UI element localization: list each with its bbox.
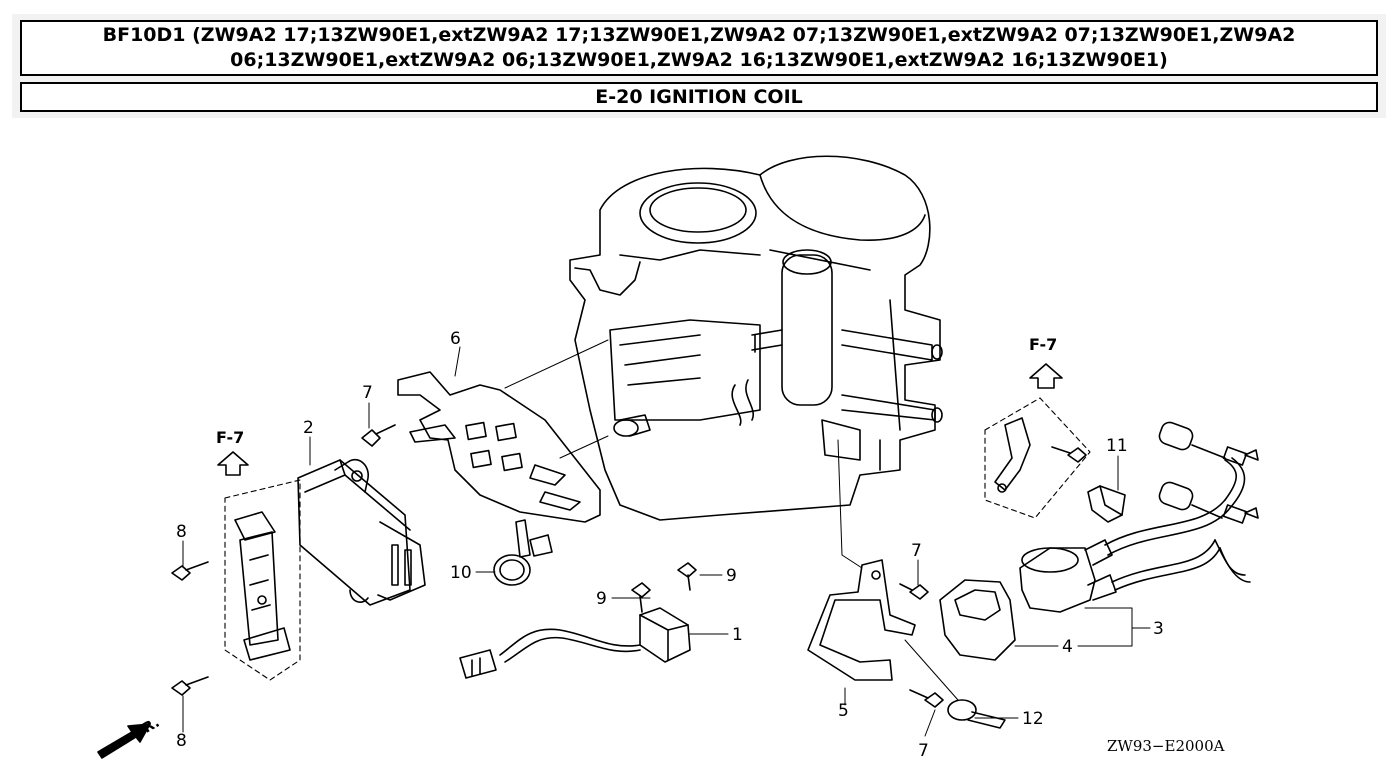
bolt-7-top [361, 424, 396, 447]
ignition-coil-4 [1019, 457, 1251, 613]
connector-clip-11 [1087, 485, 1126, 523]
bolt-7-mid [899, 583, 929, 600]
bolt-9-right [677, 562, 697, 591]
coil-cover-5 [939, 579, 1016, 661]
bolt-9-left [631, 582, 651, 613]
front-label: FR. [132, 715, 162, 742]
drawing-code: ZW93−E2000A [1107, 737, 1225, 755]
exploded-parts-diagram: 6 2 7 8 8 9 9 10 1 7 7 5 12 11 4 3 F-7 F… [97, 155, 1259, 761]
callout-6: 5 [838, 701, 849, 721]
bolt-f7-right [1051, 446, 1087, 463]
bolt-7-bottom [909, 689, 944, 708]
callout-5: 4 [1062, 637, 1073, 657]
cable-clip-12 [904, 639, 1006, 729]
f7-ref-right [984, 363, 1091, 519]
callout-7-top: 7 [362, 383, 373, 403]
bracket-plate-3 [397, 371, 601, 523]
callout-leaders [182, 346, 1151, 737]
callout-4: 3 [1153, 619, 1164, 639]
callout-labels: 6 2 7 8 8 9 9 10 1 7 7 5 12 11 4 3 [176, 329, 1164, 761]
assembly-guide-lines [504, 339, 863, 569]
coil-bracket-6 [807, 559, 916, 681]
f7-label-left: F-7 [216, 428, 244, 447]
callout-8-lower: 8 [176, 731, 187, 751]
header: BF10D1 (ZW9A2 17;13ZW90E1,extZW9A2 17;13… [12, 14, 1386, 118]
callout-12: 12 [1022, 709, 1044, 729]
callout-1: 1 [732, 625, 743, 645]
front-direction-marker: FR. [97, 715, 162, 759]
f7-label-right: F-7 [1029, 335, 1057, 354]
callout-7-mid: 7 [911, 541, 922, 561]
callout-7-bottom: 7 [918, 741, 929, 761]
callout-2: 2 [303, 418, 314, 438]
band-clip-10 [493, 519, 553, 586]
callout-9-left: 9 [596, 589, 607, 609]
bolt-8-lower [171, 676, 209, 696]
f7-ref-left [217, 451, 249, 476]
pulser-coil-1 [459, 607, 691, 679]
callout-8-upper: 8 [176, 522, 187, 542]
engine-block [569, 155, 943, 521]
bolt-8-upper [171, 561, 209, 581]
section-title: E-20 IGNITION COIL [20, 82, 1378, 112]
callout-11: 11 [1106, 436, 1128, 456]
spark-plug-caps [1158, 421, 1259, 524]
bolts [171, 424, 1087, 708]
ignition-module-2 [297, 458, 426, 606]
callout-3: 6 [450, 329, 461, 349]
callout-9-right: 9 [726, 566, 737, 586]
cover-bracket [224, 479, 301, 681]
callout-10: 10 [450, 563, 472, 583]
model-title: BF10D1 (ZW9A2 17;13ZW90E1,extZW9A2 17;13… [20, 20, 1378, 76]
